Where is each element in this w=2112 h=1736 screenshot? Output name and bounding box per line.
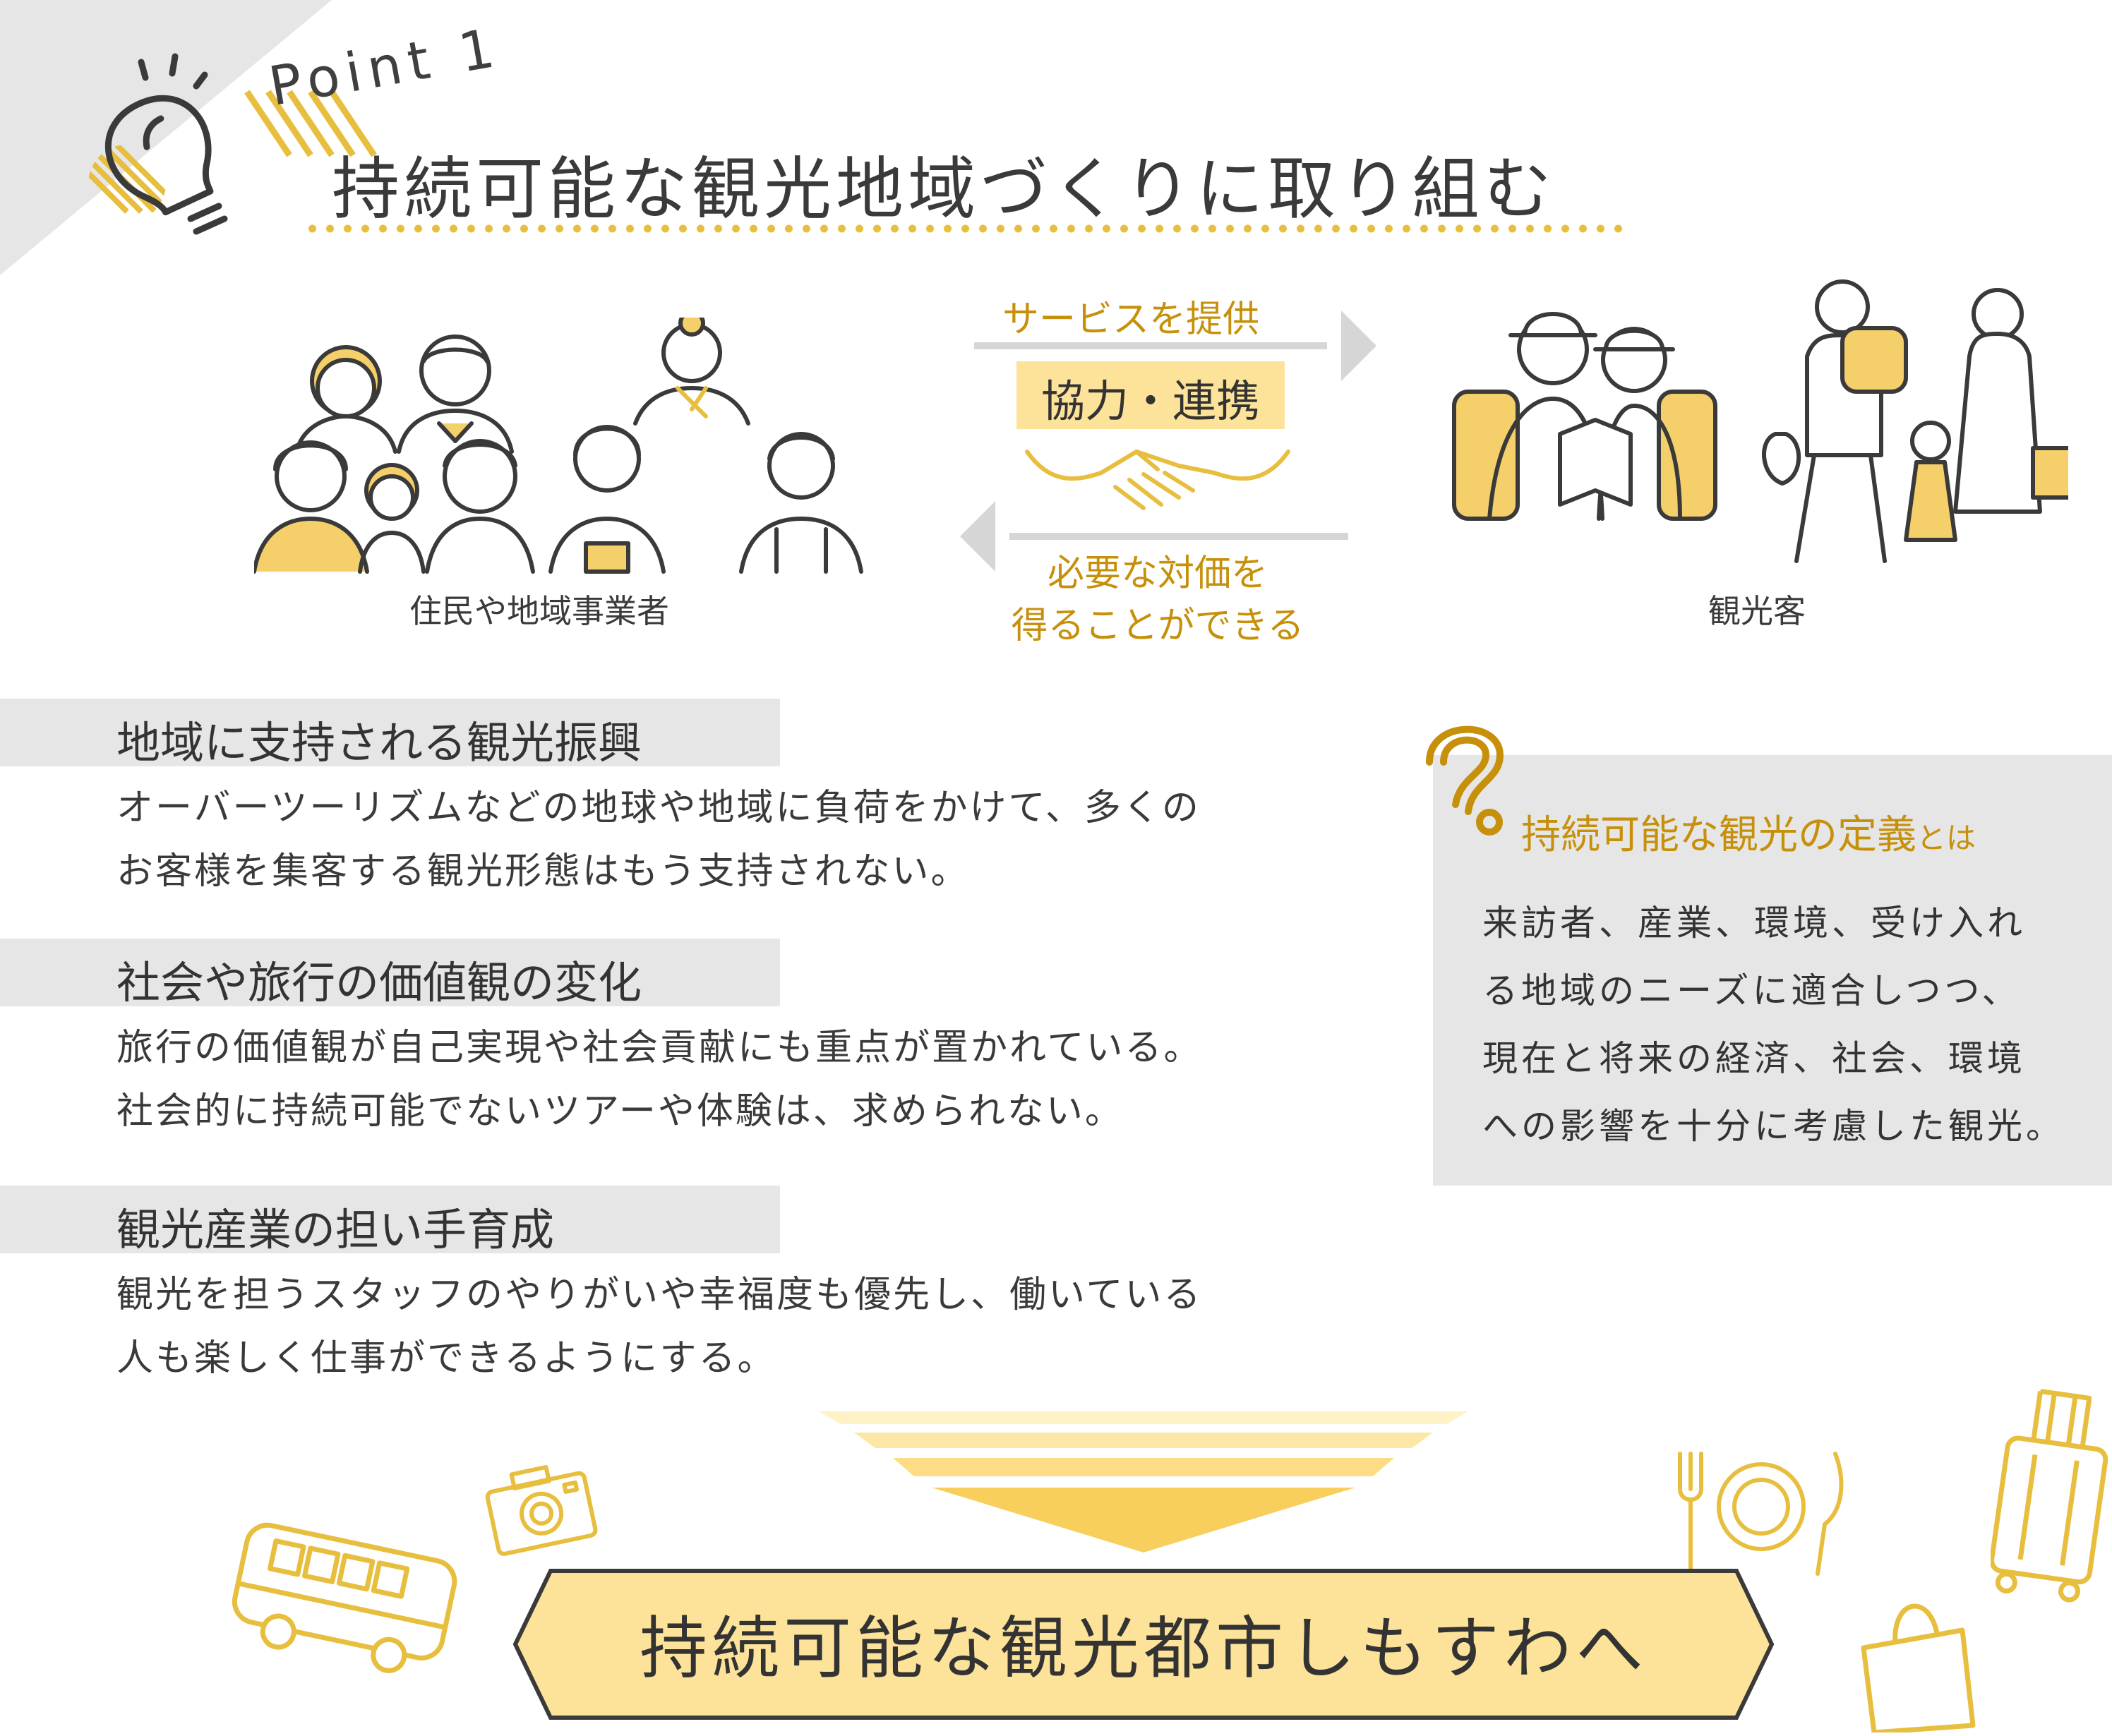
handshake-icon (1025, 450, 1290, 510)
section-1-line2: お客様を集客する観光形態はもう支持されない。 (116, 850, 970, 893)
bus-icon (232, 1522, 457, 1673)
definition-line1: 来訪者、産業、環境、受け入れ (1482, 903, 2026, 944)
compensation-label-line2: 得ることができる (1011, 605, 1304, 647)
lightbulb-icon (88, 53, 228, 235)
service-label: サービスを提供 (1002, 299, 1260, 341)
corner-triangle (0, 0, 332, 275)
section-3-text: 観光を担うスタッフのやりがいや幸福度も優先し、働いている 人も楽しく仕事ができる… (116, 1263, 1202, 1390)
section-3-band (0, 1186, 780, 1253)
suitcase-icon (1991, 1389, 2108, 1603)
tourists-illustration (1452, 279, 2068, 563)
question-mark-icon (1426, 725, 1504, 836)
section-1-line1: オーバーツーリズムなどの地球や地域に負荷をかけて、多くの (116, 787, 1201, 829)
section-3-line2: 人も楽しく仕事ができるようにする。 (116, 1337, 776, 1380)
definition-line4: への影響を十分に考慮した観光。 (1482, 1106, 2065, 1147)
section-1-band (0, 699, 780, 766)
conclusion-banner (512, 1569, 1775, 1720)
tourists-caption: 観光客 (1708, 592, 1806, 630)
definition-title: 持続可能な観光の定義とは (1521, 803, 1976, 860)
conclusion-text: 持続可能な観光都市しもすわへ (640, 1609, 1648, 1688)
definition-title-suffix: とは (1916, 821, 1976, 855)
section-3-line1: 観光を担うスタッフのやりがいや幸福度も優先し、働いている (116, 1274, 1203, 1316)
cooperation-highlight (1016, 361, 1285, 429)
compensation-label-line1: 必要な対価を (1047, 553, 1268, 595)
section-2-line2: 社会的に持続可能でないツアーや体験は、求められない。 (116, 1090, 1124, 1133)
camera-icon (485, 1464, 598, 1556)
shopping-bag-icon (1861, 1603, 1976, 1732)
point-highlight-hatch (244, 90, 377, 157)
definition-line2: る地域のニーズに適合しつつ、 (1482, 970, 2021, 1011)
definition-box (1433, 755, 2112, 1186)
section-1-title: 地域に支持される観光振興 (116, 717, 642, 768)
section-2-text: 旅行の価値観が自己実現や社会貢献にも重点が置かれている。 社会的に持続可能でない… (116, 1016, 1202, 1143)
section-3-title: 観光産業の担い手育成 (116, 1204, 555, 1255)
compensation-label: 必要な対価を 得ることができる (1002, 548, 1313, 652)
title-dotted-underline (304, 224, 1631, 233)
tableware-icon (1678, 1452, 1844, 1576)
section-2-title: 社会や旅行の価値観の変化 (116, 957, 642, 1008)
page-title: 持続可能な観光地域づくりに取り組む (332, 150, 1556, 229)
cooperation-label: 協力・連携 (1040, 375, 1260, 427)
section-2-band (0, 939, 780, 1006)
definition-line3: 現在と将来の経済、社会、環境 (1482, 1038, 2026, 1079)
section-2-line1: 旅行の価値観が自己実現や社会貢献にも重点が置かれている。 (116, 1027, 1203, 1069)
section-1-text: オーバーツーリズムなどの地球や地域に負荷をかけて、多くの お客様を集客する観光形… (116, 776, 1201, 903)
left-arrow-icon (960, 501, 1348, 572)
right-arrow-icon (974, 311, 1376, 381)
definition-text: 来訪者、産業、環境、受け入れ る地域のニーズに適合しつつ、 現在と将来の経済、社… (1482, 889, 2065, 1160)
definition-title-main: 持続可能な観光の定義 (1521, 812, 1916, 858)
residents-caption: 住民や地域事業者 (409, 592, 669, 630)
down-arrow-icon (819, 1411, 1468, 1553)
residents-illustration (254, 318, 863, 574)
